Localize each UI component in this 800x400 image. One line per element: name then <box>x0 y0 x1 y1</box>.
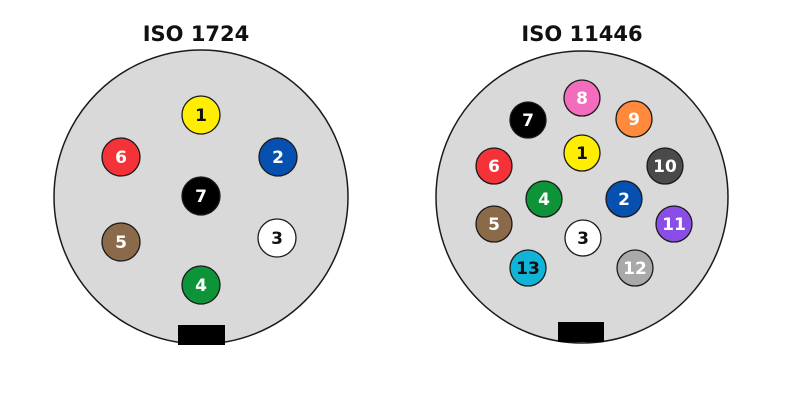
pin-array: 1 2 3 4 5 6 7 <box>101 95 298 305</box>
pin-label: 5 <box>488 215 500 235</box>
pin-circle <box>564 219 602 257</box>
pin-circle <box>509 101 547 139</box>
pin-12: 12 <box>616 249 654 287</box>
pin-circle <box>181 95 221 135</box>
pin-9: 9 <box>615 100 653 138</box>
key-tab <box>178 325 225 345</box>
connector-iso-1724: ISO 1724 1 2 3 4 5 6 7 <box>53 22 349 345</box>
pin-6: 6 <box>475 147 513 185</box>
pin-circle <box>563 79 601 117</box>
pin-11: 11 <box>655 205 693 243</box>
pin-label: 4 <box>538 190 550 210</box>
pin-circle <box>605 180 643 218</box>
pin-label: 9 <box>628 110 640 130</box>
pin-label: 3 <box>577 229 589 249</box>
pin-label: 11 <box>662 215 686 235</box>
pin-5: 5 <box>101 222 141 262</box>
pin-circle <box>615 100 653 138</box>
pin-circle <box>525 180 563 218</box>
pin-circle <box>181 265 221 305</box>
pin-10: 10 <box>646 147 684 185</box>
pin-label: 1 <box>576 144 588 164</box>
pin-label: 3 <box>271 229 283 249</box>
pin-circle <box>257 218 297 258</box>
pin-label: 6 <box>115 148 127 168</box>
pin-circle <box>646 147 684 185</box>
pin-label: 7 <box>522 111 534 131</box>
pin-8: 8 <box>563 79 601 117</box>
pin-3: 3 <box>257 218 297 258</box>
pin-6: 6 <box>101 137 141 177</box>
pin-label: 4 <box>195 276 207 296</box>
key-tab <box>558 322 604 342</box>
pin-7: 7 <box>181 176 221 216</box>
connector-title: ISO 11446 <box>521 22 642 46</box>
pin-1: 1 <box>563 134 601 172</box>
pin-circle <box>509 249 547 287</box>
pin-5: 5 <box>475 205 513 243</box>
pin-circle <box>616 249 654 287</box>
pin-label: 2 <box>272 148 284 168</box>
pin-label: 2 <box>618 190 630 210</box>
pin-circle <box>101 137 141 177</box>
pin-circle <box>181 176 221 216</box>
connector-face <box>435 50 729 344</box>
pin-label: 13 <box>516 259 540 279</box>
pin-1: 1 <box>181 95 221 135</box>
pin-label: 7 <box>195 187 207 207</box>
pin-circle <box>258 137 298 177</box>
pin-13: 13 <box>509 249 547 287</box>
pin-circle <box>563 134 601 172</box>
pin-label: 12 <box>623 259 647 279</box>
pin-7: 7 <box>509 101 547 139</box>
pin-4: 4 <box>181 265 221 305</box>
pin-2: 2 <box>605 180 643 218</box>
pin-4: 4 <box>525 180 563 218</box>
pin-2: 2 <box>258 137 298 177</box>
pin-label: 5 <box>115 233 127 253</box>
pin-circle <box>101 222 141 262</box>
connector-title: ISO 1724 <box>143 22 250 46</box>
pin-label: 6 <box>488 157 500 177</box>
pin-label: 1 <box>195 106 207 126</box>
pin-3: 3 <box>564 219 602 257</box>
pin-circle <box>655 205 693 243</box>
pin-circle <box>475 205 513 243</box>
pin-circle <box>475 147 513 185</box>
pin-label: 10 <box>653 157 677 177</box>
pin-label: 8 <box>576 89 588 109</box>
